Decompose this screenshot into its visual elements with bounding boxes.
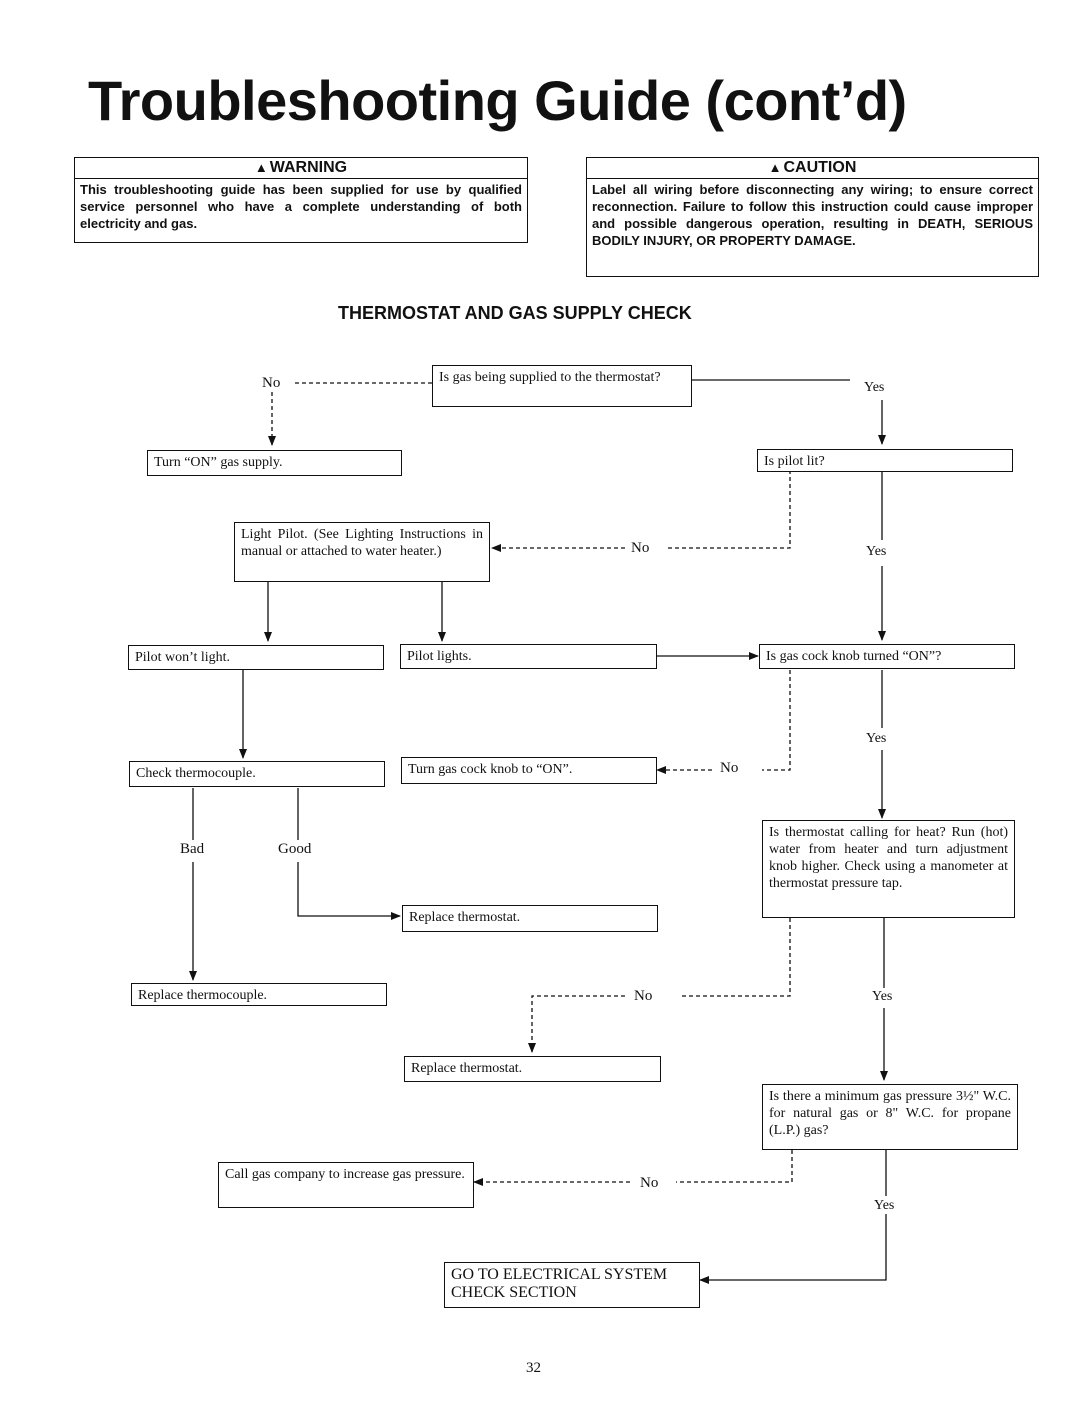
page-title: Troubleshooting Guide (cont’d) [88,69,907,132]
caution-notice: ▲CAUTION Label all wiring before disconn… [586,157,1039,277]
warning-triangle-icon: ▲ [254,160,268,175]
caution-triangle-icon: ▲ [768,160,782,175]
node-replace-thermostat-2: Replace thermostat. [404,1056,661,1082]
caution-heading-text: CAUTION [783,159,857,176]
node-pilot-wont-light: Pilot won’t light. [128,645,384,670]
connector-yes-to-electrical [699,1214,887,1284]
warning-heading-text: WARNING [269,159,348,176]
page-number: 32 [526,1360,541,1376]
section-title: THERMOSTAT AND GAS SUPPLY CHECK [338,303,692,323]
label-no-gas: No [262,375,281,391]
node-min-gas-pressure: Is there a minimum gas pressure 3½" W.C.… [762,1084,1018,1150]
label-no-thermostat: No [634,988,653,1004]
warning-text: This troubleshooting guide has been supp… [80,182,522,231]
connector-good-to-replace-thermostat [297,862,401,920]
label-yes-pressure: Yes [874,1198,895,1213]
node-replace-thermostat-1: Replace thermostat. [402,905,658,932]
label-yes-gas: Yes [864,380,885,395]
label-no-pilot: No [631,540,650,556]
label-yes-gas-cock: Yes [866,731,887,746]
node-check-thermocouple: Check thermocouple. [129,761,385,787]
label-yes-pilot: Yes [866,544,887,559]
node-turn-on-gas: Turn “ON” gas supply. [147,450,402,476]
node-pilot-lights: Pilot lights. [400,644,657,669]
label-yes-thermostat: Yes [872,989,893,1004]
caution-heading: ▲CAUTION [587,158,1038,179]
connector-no-to-replace-thermostat [528,995,625,1053]
connector-pressure-no [676,1150,793,1183]
connector-thermostat-no [680,918,791,997]
label-bad: Bad [180,841,205,857]
warning-heading: ▲WARNING [75,158,527,179]
label-good: Good [278,841,312,857]
connector-pilot-no [668,470,791,549]
label-no-pressure: No [640,1175,659,1191]
warning-notice: ▲WARNING This troubleshooting guide has … [74,157,528,243]
node-gas-supplied: Is gas being supplied to the thermostat? [432,365,692,407]
node-replace-thermocouple: Replace thermocouple. [131,983,387,1006]
label-no-gas-cock: No [720,760,739,776]
node-light-pilot: Light Pilot. (See Lighting Instructions … [234,522,490,582]
node-thermostat-calling: Is thermostat calling for heat? Run (hot… [762,820,1015,918]
node-gas-cock-on: Is gas cock knob turned “ON”? [759,644,1015,669]
connector-gas-cock-no [762,670,791,771]
node-call-gas-company: Call gas company to increase gas pressur… [218,1162,474,1208]
node-pilot-lit: Is pilot lit? [757,449,1013,472]
node-go-to-electrical: GO TO ELECTRICAL SYSTEM CHECK SECTION [444,1262,700,1308]
node-turn-gas-cock: Turn gas cock knob to “ON”. [401,757,657,784]
caution-text: Label all wiring before disconnecting an… [592,182,1033,248]
